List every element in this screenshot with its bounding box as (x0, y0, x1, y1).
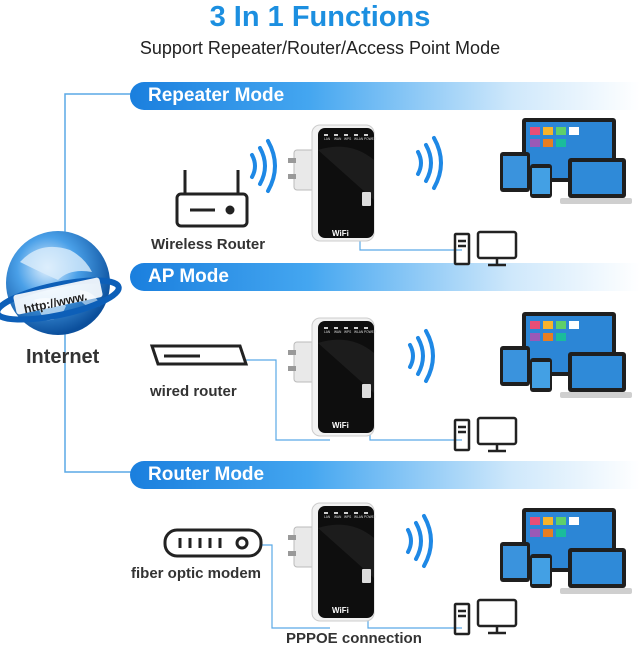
wifi-repeater-device-icon (288, 124, 375, 242)
led-label: POWER (364, 137, 377, 141)
fiber-modem-label: fiber optic modem (131, 565, 262, 582)
led-label: WLAN (354, 137, 364, 141)
desktop-computer-icon (453, 230, 518, 267)
wired-router-label: wired router (150, 383, 237, 400)
banner-label: Router Mode (148, 464, 265, 485)
led-label: POWER (364, 330, 377, 334)
client-devices-icon (500, 118, 632, 204)
repeater-brand-text: WiFi (332, 606, 349, 615)
repeater-to-pc-line (359, 240, 462, 251)
wifi-signal-icon (416, 136, 443, 190)
led-label: WAN (334, 515, 342, 519)
modem-to-repeater-line (262, 544, 330, 629)
wireless-router-label: Wireless Router (151, 236, 266, 253)
banner-router-mode: Router Mode (130, 461, 640, 489)
led-label: WLAN (354, 515, 364, 519)
led-label: WLAN (354, 330, 364, 334)
led-label: WPS (344, 515, 351, 519)
led-label: LAN (324, 330, 331, 334)
banner-label: Repeater Mode (148, 85, 285, 106)
led-indicator (344, 134, 348, 136)
wired-router-to-repeater-line (244, 359, 330, 441)
repeater-brand-text: WiFi (332, 229, 349, 238)
desktop-computer-icon (453, 598, 518, 636)
led-indicator (324, 134, 328, 136)
led-label: POWER (364, 515, 377, 519)
led-label: WPS (344, 137, 351, 141)
led-label: LAN (324, 137, 331, 141)
led-label: LAN (324, 515, 331, 519)
wifi-signal-icon (408, 329, 435, 383)
wireless-router-icon (175, 170, 249, 228)
wired-router-icon (149, 344, 249, 366)
wifi-signal-icon (250, 139, 277, 193)
led-indicator (324, 512, 328, 514)
led-indicator (334, 327, 338, 329)
led-indicator (354, 327, 358, 329)
led-indicator (364, 327, 368, 329)
led-label: WAN (334, 330, 342, 334)
pppoe-connection-label: PPPOE connection (286, 630, 422, 645)
wifi-signal-icon (406, 514, 433, 568)
repeater-brand-text: WiFi (332, 421, 349, 430)
led-indicator (334, 134, 338, 136)
page-subtitle: Support Repeater/Router/Access Point Mod… (139, 38, 501, 58)
led-label: WPS (344, 330, 351, 334)
page-title: 3 In 1 Functions (209, 1, 431, 33)
led-indicator (324, 327, 328, 329)
internet-label: Internet (26, 346, 100, 368)
client-devices-icon (500, 508, 632, 594)
led-indicator (334, 512, 338, 514)
client-devices-icon (500, 312, 632, 398)
led-indicator (344, 512, 348, 514)
led-indicator (364, 512, 368, 514)
desktop-computer-icon (453, 416, 518, 453)
banner-label: AP Mode (148, 266, 229, 287)
wifi-repeater-device-icon (288, 502, 375, 622)
led-indicator (354, 512, 358, 514)
banner-repeater-mode: Repeater Mode (130, 82, 640, 110)
wifi-repeater-device-icon (288, 317, 375, 437)
led-indicator (364, 134, 368, 136)
fiber-modem-icon (163, 528, 263, 558)
led-indicator (354, 134, 358, 136)
led-label: WAN (334, 137, 342, 141)
banner-ap-mode: AP Mode (130, 263, 640, 291)
led-indicator (344, 327, 348, 329)
